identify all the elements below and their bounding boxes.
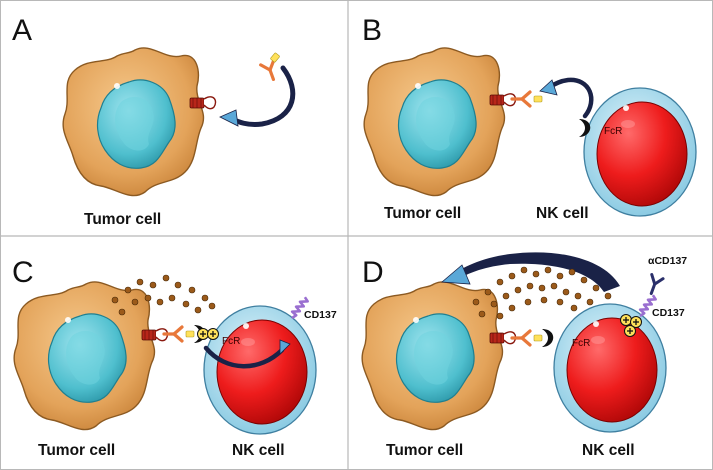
fcr-label: FcR xyxy=(222,336,240,347)
tumor-cell-label: Tumor cell xyxy=(386,442,463,459)
panel-letter-c: C xyxy=(12,256,34,289)
fc-tail-icon xyxy=(185,330,195,338)
agonist-antibody-icon xyxy=(649,273,665,296)
tumor-cell-icon xyxy=(62,47,205,197)
panel-letter-a: A xyxy=(12,14,32,47)
nk-cell-label: NK cell xyxy=(582,442,635,459)
tumor-cell-label: Tumor cell xyxy=(384,205,461,222)
tumor-cell-icon xyxy=(363,47,506,197)
cytokine-dots xyxy=(472,266,612,320)
agonist-label: αCD137 xyxy=(648,255,687,267)
fcr-icon xyxy=(542,329,554,347)
cytotoxic-feedback-arrow-icon xyxy=(450,252,620,292)
fc-tail-icon xyxy=(533,334,543,342)
tumor-antigen-icon xyxy=(189,96,217,110)
fc-tail-icon xyxy=(533,95,543,103)
cytokine-dots xyxy=(111,274,216,316)
recognition-arrow-icon xyxy=(545,77,594,119)
activation-signal-icons xyxy=(620,314,642,337)
cd137-label: CD137 xyxy=(652,307,685,319)
panel-b: B FcR Tumor cell NK cell xyxy=(362,14,697,222)
binding-arrow-icon xyxy=(227,65,296,127)
cd137-label: CD137 xyxy=(304,309,337,321)
nk-cell-label: NK cell xyxy=(232,442,285,459)
nk-cell-icon xyxy=(553,303,667,433)
panel-c: C FcR CD137 Tum xyxy=(12,256,337,459)
panel-a: A Tumor cell xyxy=(12,14,296,228)
panel-letter-d: D xyxy=(362,256,384,289)
nk-cell-icon xyxy=(203,305,317,435)
upregulation-arrow-icon xyxy=(203,345,285,369)
panel-letter-b: B xyxy=(362,14,382,47)
panel-d: D FcR αCD137 CD137 xyxy=(361,252,687,459)
nk-cell-icon xyxy=(583,87,697,217)
fcr-label: FcR xyxy=(572,338,590,349)
fcr-label: FcR xyxy=(604,126,622,137)
tumor-cell-label: Tumor cell xyxy=(84,211,161,228)
tumor-cell-label: Tumor cell xyxy=(38,442,115,459)
nk-cell-label: NK cell xyxy=(536,205,589,222)
tumor-cell-icon xyxy=(361,281,504,431)
